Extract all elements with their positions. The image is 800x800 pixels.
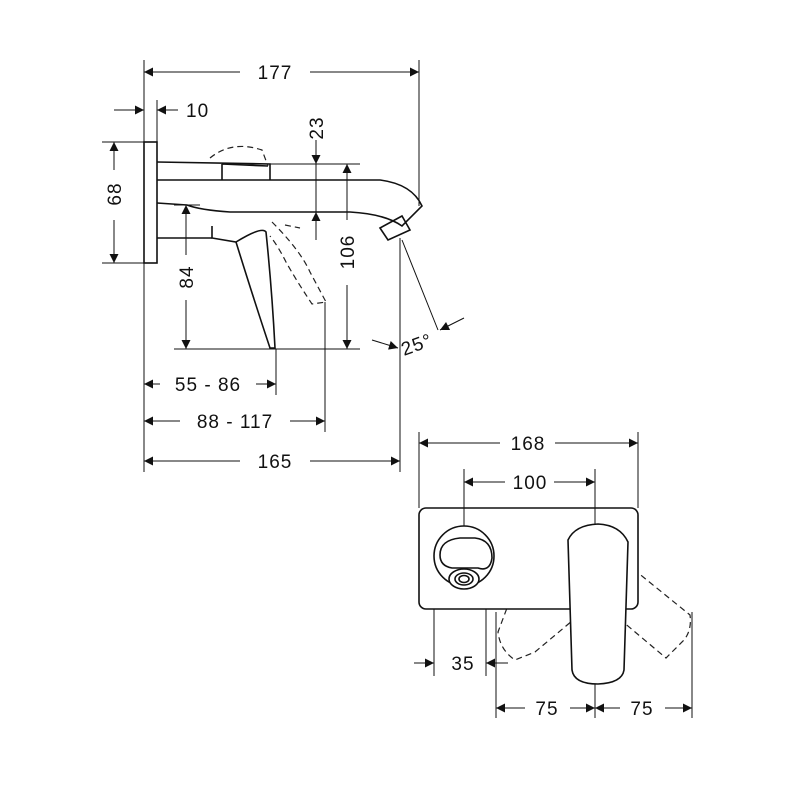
- dim-55-86: 55 - 86: [175, 375, 241, 396]
- side-view: [143, 141, 423, 349]
- dim-25-degrees: 25°: [399, 330, 436, 361]
- valve-body: [156, 161, 271, 239]
- dim-75-left: 75: [535, 699, 558, 720]
- dim-10: 10: [186, 101, 209, 122]
- dim-68: 68: [105, 182, 126, 205]
- lever-handle-front: [567, 523, 629, 685]
- side-view-labels: 177 10 23 68 84 106 25° 55 - 86 88 - 117…: [105, 63, 436, 473]
- lever-handle: [211, 226, 276, 349]
- dim-35: 35: [451, 654, 474, 675]
- dimension-lines-front: [414, 438, 692, 713]
- dimension-lines: [109, 67, 465, 466]
- dim-168: 168: [511, 434, 546, 455]
- dim-177: 177: [258, 63, 293, 84]
- lever-rotated-dashed: [209, 145, 327, 305]
- dim-165: 165: [258, 452, 293, 473]
- dim-106: 106: [338, 235, 359, 270]
- dim-23: 23: [307, 116, 328, 139]
- dim-84: 84: [177, 265, 198, 288]
- dim-100: 100: [513, 473, 548, 494]
- spout: [156, 179, 423, 228]
- front-view-labels: 168 100 35 75 75: [451, 434, 653, 720]
- aerator: [378, 214, 412, 242]
- lever-rotated-dashed-front: [497, 541, 691, 661]
- dim-88-117: 88 - 117: [197, 412, 273, 433]
- spout-front: [433, 525, 495, 590]
- front-view: [418, 507, 691, 685]
- dim-75-right: 75: [630, 699, 653, 720]
- wall-plate: [143, 141, 158, 264]
